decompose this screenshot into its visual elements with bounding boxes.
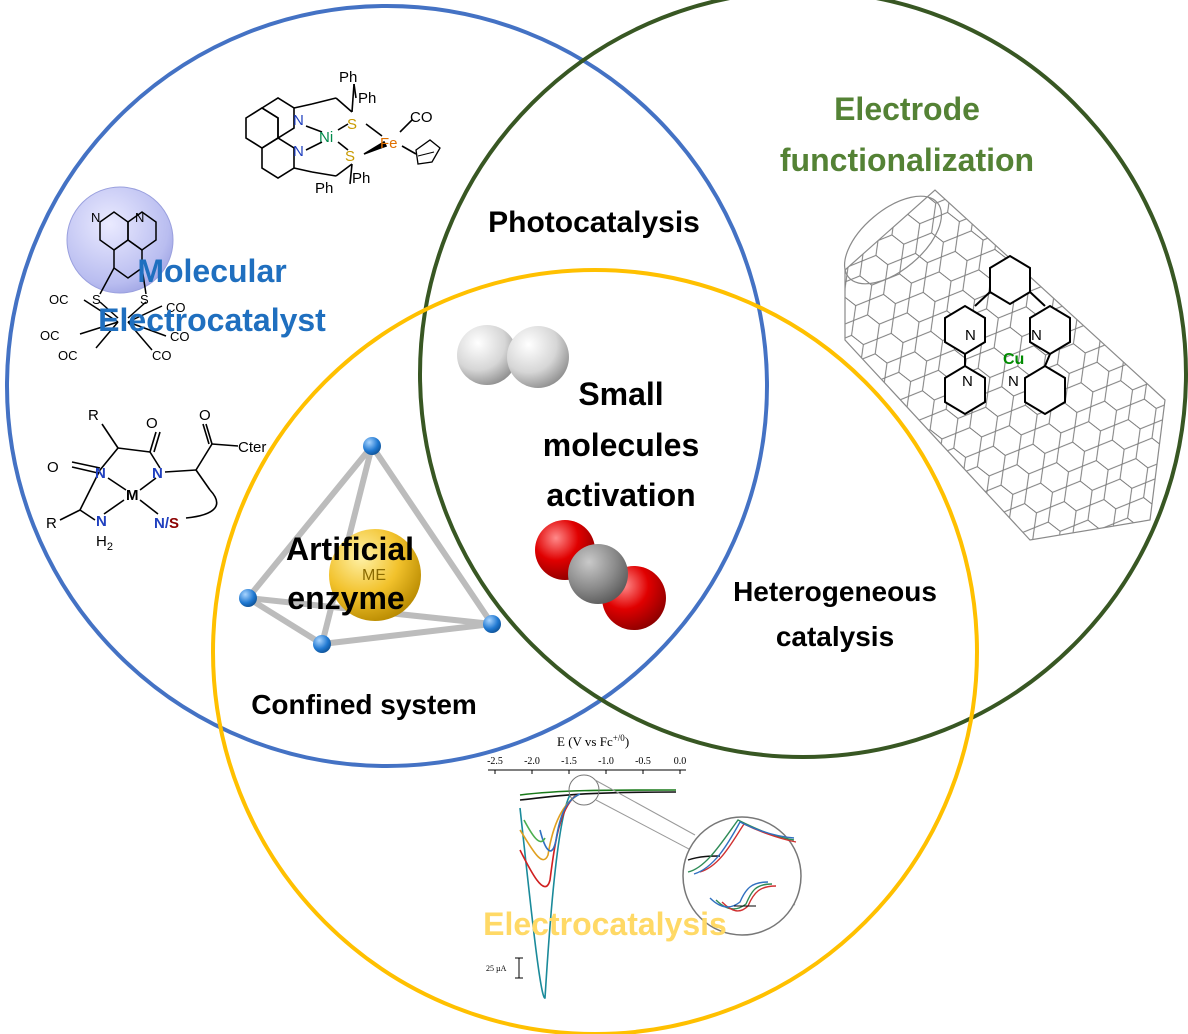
n-label: N [96,513,107,530]
molecular-electrocatalyst-circle [5,4,769,768]
cv-axis-title: E (V vs Fc+/0) [557,733,629,749]
s-label: S [92,292,101,307]
carbon-nanotube [843,189,1166,541]
molecular-electrocatalyst-label-line1: Molecular [137,253,286,289]
electrocatalysis-circle [211,268,979,1034]
cv-tick-label: -1.5 [561,756,577,767]
nife-complex-structure [245,83,441,185]
h2-molecule [457,325,569,388]
small-molecules-label-line3: activation [546,477,695,513]
co-label: CO [170,329,190,344]
h2-label: H2 [96,533,113,553]
cu-label: Cu [1003,351,1024,368]
heterogeneous-catalysis-label-line1: Heterogeneous [733,576,937,607]
oc-label: OC [40,328,60,343]
cv-tick-label: -1.0 [598,756,614,767]
n-label: N [152,465,163,482]
cter-label: Cter [238,439,266,456]
o-label: O [47,459,59,476]
n-label: N [95,465,106,482]
n-label: N [293,112,304,129]
oc-label: OC [49,292,69,307]
heterogeneous-catalysis-label-line2: catalysis [776,621,894,652]
cv-tick-label: -2.5 [487,756,503,767]
co-label: CO [410,109,433,126]
n-label: N [962,373,973,390]
cv-plot: -2.5 -2.0 -1.5 -1.0 -0.5 0.0 E (V vs Fc+/0) 2… [486,733,802,999]
cv-axis-ticks: -2.5 -2.0 -1.5 -1.0 -0.5 0.0 [487,756,686,774]
co2-molecule [535,520,666,630]
n-label: N [135,210,144,225]
fe2-carbonyl-complex: N N S S OC OC OC CO CO CO [40,186,190,363]
electrode-functionalization-label-line1: Electrode [834,91,980,127]
oc-label: OC [58,348,78,363]
cv-tick-label: 0.0 [674,756,687,767]
photocatalysis-label: Photocatalysis [488,206,700,239]
ph-label: Ph [339,69,357,86]
r-label: R [46,515,57,532]
molecular-electrocatalyst-label-line2: Electrocatalyst [98,302,326,338]
electrocatalysis-label: Electrocatalysis [483,906,727,942]
me-label: ME [362,567,386,584]
n-label: N [965,327,976,344]
o-label: O [199,407,211,424]
nife-complex-atoms: Ph Ph N N Ni S S Fe CO Ph Ph [293,69,433,197]
electrode-functionalization-circle [418,0,1188,759]
ph-label: Ph [358,90,376,107]
small-molecules-label-line1: Small [578,376,663,412]
n-label: N [293,143,304,160]
r-label: R [88,407,99,424]
confined-system-label: Confined system [251,689,477,720]
cv-tick-label: -0.5 [635,756,651,767]
small-molecules-label-line2: molecules [543,427,700,463]
ph-label: Ph [352,170,370,187]
electrode-functionalization-label-line2: functionalization [780,142,1034,178]
o-label: O [146,415,158,432]
s-label: S [140,292,149,307]
cv-scale-label: 25 µA [486,964,507,973]
artificial-enzyme-label-line2: enzyme [287,580,404,616]
n-label: N [1031,327,1042,344]
ns-label: N/S [154,515,179,532]
cv-tick-label: -2.0 [524,756,540,767]
cu-terpyridine-complex: N N N N Cu [944,254,1071,416]
co-label: CO [166,300,186,315]
s-label: S [347,116,357,133]
ni-label: Ni [319,129,333,146]
m-label: M [126,487,139,504]
co-label: CO [152,348,172,363]
n-label: N [1008,373,1019,390]
confined-cage: ME [239,437,501,653]
ph-label: Ph [315,180,333,197]
artificial-enzyme-label-line1: Artificial [286,531,414,567]
n-label: N [91,210,100,225]
fe-label: Fe [380,135,398,152]
peptide-metal-complex: R O O Cter O N N M N H2 R N/S [46,407,266,553]
s-label: S [345,148,355,165]
